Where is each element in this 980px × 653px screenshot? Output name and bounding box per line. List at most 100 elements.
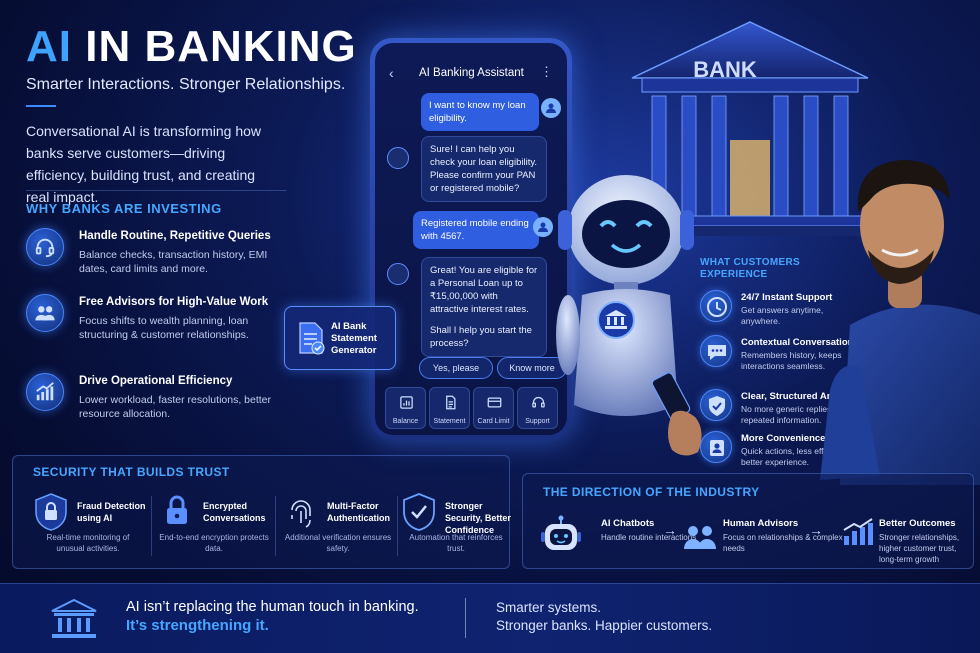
user-icon — [700, 431, 732, 463]
shield-check-icon — [403, 493, 435, 531]
bank-sign: BANK — [693, 57, 757, 82]
step-desc: Handle routine interactions — [601, 533, 697, 542]
reason-title: Handle Routine, Repetitive Queries — [79, 230, 271, 242]
tab-support[interactable]: Support — [517, 387, 558, 429]
bot-avatar-icon — [387, 147, 409, 169]
people-icon — [684, 526, 716, 549]
message-line: Great! You are eligible for a Personal L… — [430, 265, 538, 315]
tab-balance[interactable]: Balance — [385, 387, 426, 429]
chat-message: I want to know my loan eligibility. — [421, 93, 539, 131]
subtitle: Smarter Interactions. Stronger Relations… — [26, 76, 346, 93]
chat-title: AI Banking Assistant — [419, 67, 524, 79]
people-icon — [26, 294, 64, 332]
benefit-title: Contextual Conversations — [741, 337, 859, 348]
growth-chart-icon — [843, 518, 873, 545]
document-icon — [446, 395, 456, 410]
step-title: Human Advisors — [723, 518, 799, 529]
footer-line-1: AI isn’t replacing the human touch in ba… — [126, 599, 419, 615]
security-item: Multi-Factor Authentication Additional v… — [275, 492, 399, 562]
clock-icon — [700, 290, 732, 322]
credit-card-icon — [487, 397, 502, 408]
direction-step: AI Chatbots Handle routine interactions — [601, 514, 731, 564]
document-check-icon — [299, 322, 325, 355]
security-desc: Additional verification ensures safety. — [284, 533, 392, 553]
headset-icon — [532, 396, 545, 408]
lock-icon — [167, 495, 187, 524]
direction-step: Better Outcomes Stronger relationships, … — [879, 514, 980, 564]
step-title: Better Outcomes — [879, 518, 956, 529]
reason-title: Drive Operational Efficiency — [79, 375, 233, 387]
bar-chart-icon — [400, 396, 413, 409]
chat-screen: ‹ AI Banking Assistant ⋮ I want to know … — [375, 43, 567, 435]
robot-illustration — [556, 175, 694, 416]
quick-reply-know-more-button[interactable]: Know more — [497, 357, 567, 379]
footer-line-4: Stronger banks. Happier customers. — [496, 618, 713, 633]
footer-line-3: Smarter systems. — [496, 600, 602, 615]
arrow-icon: → — [663, 522, 677, 538]
customer-benefit: Contextual Conversations Remembers histo… — [700, 335, 860, 381]
direction-panel: THE DIRECTION OF THE INDUSTRY AI Chatbot… — [522, 473, 974, 569]
security-item: Encrypted Conversations End-to-end encry… — [151, 492, 275, 562]
direction-heading: THE DIRECTION OF THE INDUSTRY — [543, 485, 760, 499]
benefit-desc: No more generic replies or repeated info… — [741, 404, 842, 425]
quick-action-bar: Balance Statement Card Limit Support — [385, 387, 558, 431]
user-avatar-icon — [541, 98, 561, 118]
robot-icon — [541, 515, 581, 550]
customer-benefit: 24/7 Instant Support Get answers anytime… — [700, 290, 860, 336]
reason-desc: Lower workload, faster resolutions, bett… — [79, 394, 272, 420]
security-desc: Automation that reinforces trust. — [409, 533, 503, 553]
divider — [465, 598, 466, 638]
benefit-title: 24/7 Instant Support — [741, 292, 833, 303]
smartphone-in-hand-illustration — [651, 372, 702, 456]
security-title: Stronger Security, Better Confidence — [445, 501, 511, 535]
step-title: AI Chatbots — [601, 518, 655, 529]
tab-card-limit[interactable]: Card Limit — [473, 387, 514, 429]
step-desc: Stronger relationships, higher customer … — [879, 533, 960, 564]
security-desc: Real-time monitoring of unusual activiti… — [46, 533, 130, 553]
reason-item: Drive Operational Efficiency Lower workl… — [26, 373, 296, 437]
tab-statement[interactable]: Statement — [429, 387, 470, 429]
bank-building-illustration: BANK — [630, 21, 870, 236]
divider — [275, 496, 276, 556]
customer-benefit: Clear, Structured Answers No more generi… — [700, 389, 860, 435]
chat-message: Registered mobile ending with 4567. — [413, 211, 539, 249]
security-panel: SECURITY THAT BUILDS TRUST Fraud Detecti… — [12, 455, 511, 569]
reason-item: Free Advisors for High-Value Work Focus … — [26, 294, 296, 358]
divider — [26, 190, 286, 191]
reason-item: Handle Routine, Repetitive Queries Balan… — [26, 228, 296, 292]
chat-message: Great! You are eligible for a Personal L… — [421, 257, 547, 357]
step-desc: Focus on relationships & complex needs — [723, 533, 843, 553]
back-button[interactable]: ‹ — [389, 65, 394, 81]
customer-benefit: More Convenience Quick actions, less eff… — [700, 431, 860, 477]
security-item: Fraud Detection using AI Real-time monit… — [25, 492, 149, 562]
footer-banner: AI isn’t replacing the human touch in ba… — [0, 583, 980, 653]
customers-heading: WHAT CUSTOMERS EXPERIENCE — [700, 257, 800, 280]
arrow-icon: → — [809, 522, 823, 538]
accent-rule — [26, 105, 56, 107]
benefit-title: Clear, Structured Answers — [741, 391, 860, 402]
reason-title: Free Advisors for High-Value Work — [79, 296, 269, 308]
statement-generator-card[interactable]: AI Bank Statement Generator — [284, 306, 396, 370]
reason-desc: Balance checks, transaction history, EMI… — [79, 249, 268, 275]
fingerprint-icon — [291, 500, 311, 528]
security-title: Encrypted Conversations — [203, 501, 266, 523]
security-desc: End-to-end encryption protects data. — [159, 533, 269, 553]
benefit-title: More Convenience — [741, 433, 826, 444]
growth-chart-icon — [26, 373, 64, 411]
direction-step: Human Advisors Focus on relationships & … — [723, 514, 853, 564]
phone-mockup: ‹ AI Banking Assistant ⋮ I want to know … — [370, 38, 572, 440]
shield-lock-icon — [35, 493, 67, 531]
headset-icon — [26, 228, 64, 266]
statement-card-label: AI Bank Statement Generator — [331, 321, 377, 356]
bot-avatar-icon — [387, 263, 409, 285]
bank-building-icon — [51, 598, 97, 638]
shield-check-icon — [700, 389, 732, 421]
customer-person-illustration — [820, 160, 980, 485]
footer-line-2: It’s strengthening it. — [126, 617, 269, 634]
divider — [151, 496, 152, 556]
quick-reply-yes-button[interactable]: Yes, please — [419, 357, 493, 379]
why-heading: WHY BANKS ARE INVESTING — [26, 201, 222, 216]
more-menu-icon[interactable]: ⋮ — [540, 64, 553, 79]
security-heading: SECURITY THAT BUILDS TRUST — [33, 465, 230, 479]
divider — [397, 496, 398, 556]
